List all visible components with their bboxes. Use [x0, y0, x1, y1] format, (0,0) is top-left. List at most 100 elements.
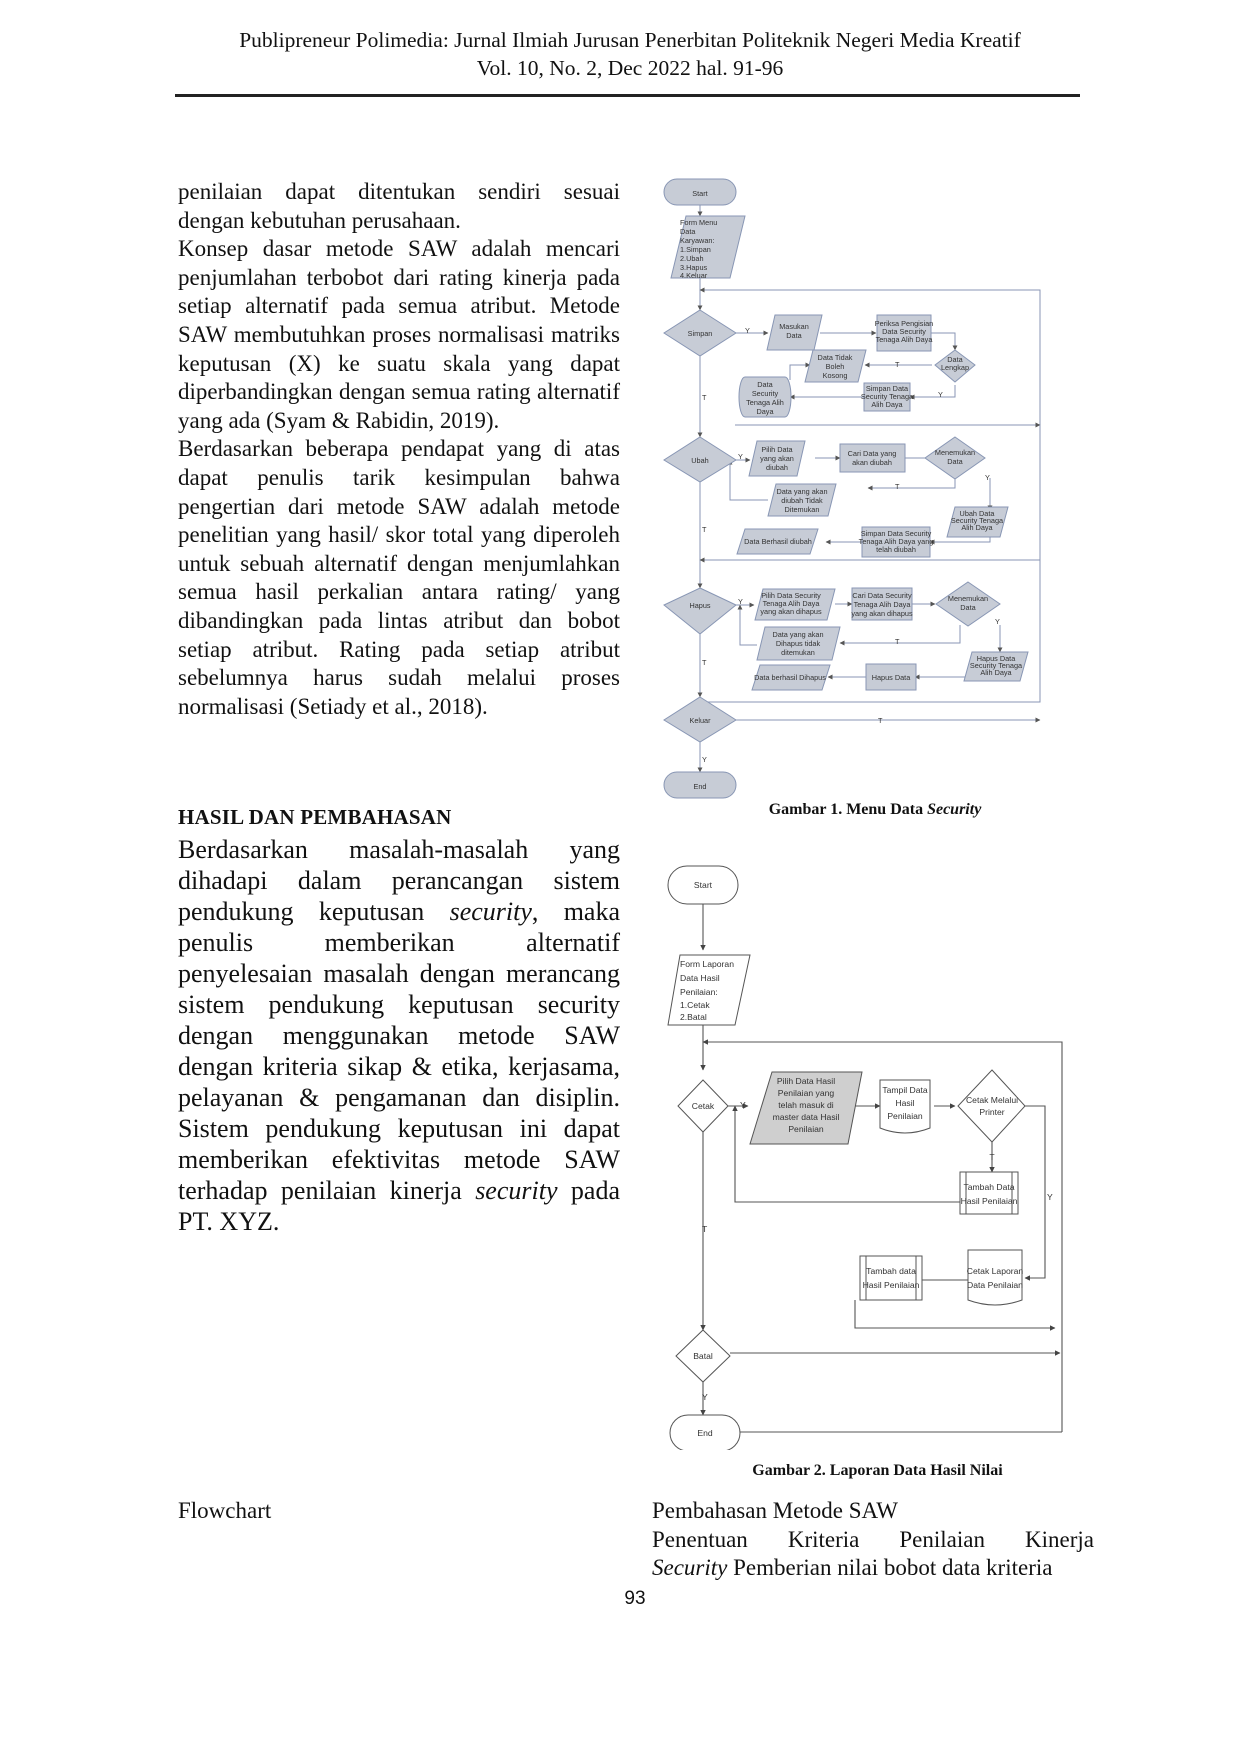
svg-text:T: T [878, 716, 883, 725]
fig1-y-label: Y [745, 326, 750, 335]
svg-text:Data yang akan: Data yang akan [772, 630, 823, 639]
svg-text:Alih Daya: Alih Daya [980, 668, 1012, 677]
fig1-data-berhasil-dihapus [751, 664, 831, 691]
svg-text:Security Tenaga: Security Tenaga [970, 661, 1023, 670]
svg-text:Tambah Data: Tambah Data [963, 1182, 1014, 1192]
fig1-keluar-decision [663, 696, 737, 743]
svg-text:Y: Y [702, 1392, 708, 1402]
svg-text:Y: Y [738, 452, 743, 461]
subheading: Pembahasan Metode SAW [652, 1498, 898, 1523]
svg-text:End: End [694, 782, 707, 791]
svg-text:Start: Start [694, 880, 713, 890]
svg-text:Data: Data [786, 331, 802, 340]
svg-text:Data: Data [757, 380, 773, 389]
svg-text:Data Security: Data Security [882, 327, 926, 336]
left-column-results: Berdasarkan masalah-masalah yang dihadap… [178, 834, 620, 1237]
svg-text:telah masuk di: telah masuk di [778, 1100, 834, 1110]
page-number: 93 [624, 1588, 646, 1609]
svg-text:T: T [702, 658, 707, 667]
svg-text:yang akan dihapus: yang akan dihapus [760, 607, 822, 616]
svg-text:Kosong: Kosong [823, 371, 848, 380]
svg-text:Security Tenaga: Security Tenaga [951, 516, 1004, 525]
volume-info: Vol. 10, No. 2, Dec 2022 hal. 91-96 [476, 56, 784, 80]
right-column-text: Pembahasan Metode SAW Penentuan Kriteria… [652, 1497, 1094, 1583]
fig2-end-terminal [669, 1414, 741, 1450]
svg-text:Data berhasil Dihapus: Data berhasil Dihapus [754, 673, 826, 682]
svg-text:master data Hasil: master data Hasil [773, 1112, 840, 1122]
figure-2-caption: Gambar 2. Laporan Data Hasil Nilai [752, 1462, 1003, 1479]
svg-text:Penilaian: Penilaian [788, 1124, 824, 1134]
fig2-cetak-decision [677, 1079, 729, 1133]
svg-text:Y: Y [938, 390, 943, 399]
fig1-pilih-ubah [748, 440, 806, 477]
svg-text:Tambah data: Tambah data [866, 1266, 916, 1276]
svg-text:End: End [697, 1428, 713, 1438]
svg-text:Masukan: Masukan [779, 322, 809, 331]
svg-text:Penilaian: Penilaian [887, 1111, 923, 1121]
flowchart-label: Flowchart [178, 1498, 272, 1523]
svg-text:Data: Data [960, 603, 976, 612]
fig1-ubah-data-security [946, 506, 1009, 538]
fig1-hapus-data-process [865, 663, 917, 691]
svg-text:T: T [702, 1224, 708, 1234]
svg-text:T: T [895, 360, 900, 369]
svg-text:Pilih Data Security: Pilih Data Security [761, 591, 821, 600]
fig1-simpan-ubah-process [861, 526, 931, 558]
svg-text:Security: Security [752, 389, 779, 398]
paragraph: penilaian dapat ditentukan sendiri sesua… [178, 179, 620, 233]
svg-text:Menemukan: Menemukan [935, 448, 975, 457]
fig2-batal-decision [675, 1329, 731, 1383]
fig1-data-tidak-boleh-kosong [804, 349, 867, 383]
svg-text:Form Menu: Form Menu [680, 218, 717, 227]
fig1-menemukan-decision-2 [935, 581, 1001, 627]
fig2-start-terminal [667, 865, 739, 905]
fig1-form-menu [670, 215, 746, 279]
fig2-pilih-data [749, 1071, 863, 1145]
journal-title: Publipreneur Polimedia: Jurnal Ilmiah Ju… [239, 28, 1021, 52]
svg-text:Boleh: Boleh [826, 362, 845, 371]
fig1-t-label: T [702, 393, 707, 402]
svg-text:Tampil Data: Tampil Data [882, 1085, 928, 1095]
fig1-data-lengkap-decision [934, 349, 976, 383]
svg-text:Cari Data Security: Cari Data Security [852, 591, 912, 600]
fig1-ubah-decision [663, 436, 737, 483]
fig2-tambah-data-1 [959, 1171, 1019, 1215]
fig1-simpan-decision [663, 309, 737, 357]
svg-text:2.Batal: 2.Batal [680, 1012, 707, 1022]
svg-text:Y: Y [1047, 1192, 1053, 1202]
svg-text:Hapus: Hapus [689, 601, 710, 610]
section-heading: HASIL DAN PEMBAHASAN [178, 805, 452, 829]
fig1-start-terminal [663, 178, 737, 206]
svg-text:Data: Data [680, 227, 696, 236]
svg-text:Simpan Data Security: Simpan Data Security [861, 529, 932, 538]
svg-text:Keluar: Keluar [689, 716, 711, 725]
svg-text:diubah: diubah [766, 463, 788, 472]
svg-text:yang akan dihapus: yang akan dihapus [851, 609, 913, 618]
svg-text:yang akan: yang akan [760, 454, 794, 463]
fig1-periksa-process [876, 314, 932, 352]
svg-text:Lengkap: Lengkap [941, 363, 969, 372]
fig2-cetak-melalui-printer [957, 1069, 1026, 1143]
svg-text:Tenaga Alih Daya yang: Tenaga Alih Daya yang [859, 537, 934, 546]
svg-text:Cetak Melalui: Cetak Melalui [966, 1095, 1018, 1105]
svg-text:Tenaga Alih: Tenaga Alih [746, 398, 784, 407]
svg-text:Cetak Laporan: Cetak Laporan [967, 1266, 1024, 1276]
svg-text:Alih Daya: Alih Daya [871, 400, 903, 409]
svg-text:Dihapus tidak: Dihapus tidak [776, 639, 821, 648]
fig1-end-terminal [663, 771, 737, 799]
fig1-data-tidak-ditemukan-1 [767, 483, 837, 517]
paragraph: Konsep dasar metode SAW adalah mencari p… [178, 236, 620, 433]
left-column-intro: penilaian dapat ditentukan sendiri sesua… [178, 178, 620, 721]
svg-text:T: T [989, 1152, 995, 1162]
svg-text:Pilih Data: Pilih Data [761, 445, 793, 454]
svg-text:Y: Y [995, 617, 1000, 626]
svg-text:Security Tenaga: Security Tenaga [861, 392, 914, 401]
svg-text:Data Hasil: Data Hasil [680, 973, 720, 983]
fig1-hapus-data-security [963, 651, 1029, 682]
svg-text:Cetak: Cetak [692, 1101, 715, 1111]
svg-text:Data yang akan: Data yang akan [776, 487, 827, 496]
fig1-data-berhasil-diubah [736, 528, 819, 555]
svg-text:Hasil Penilaian: Hasil Penilaian [961, 1196, 1018, 1206]
fig1-start-label: Start [692, 189, 707, 198]
svg-text:Penilaian yang: Penilaian yang [778, 1088, 835, 1098]
